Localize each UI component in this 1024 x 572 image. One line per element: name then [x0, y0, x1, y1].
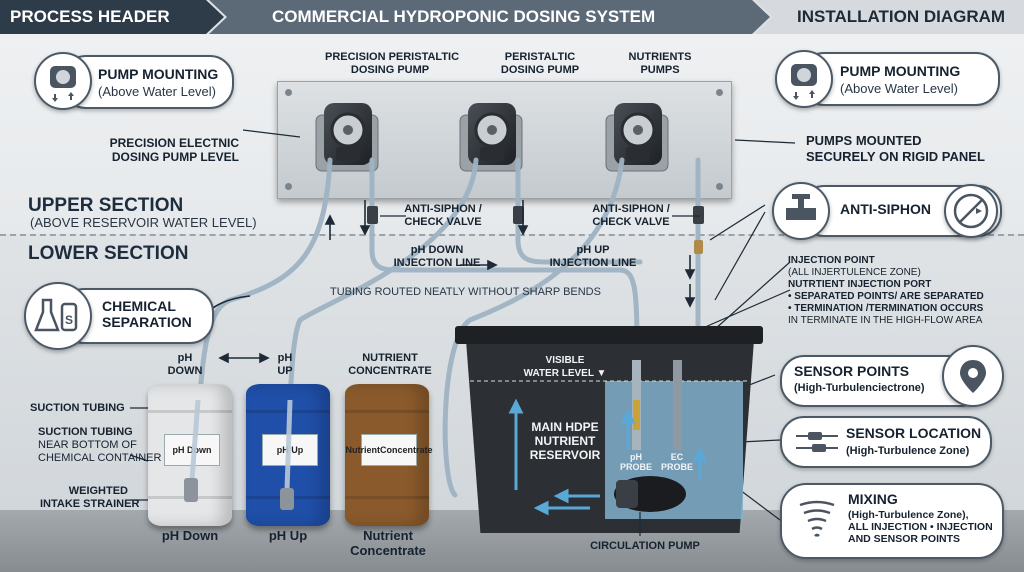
ph-down-name: pH Down	[161, 528, 219, 543]
header-segment-process	[0, 0, 224, 34]
routing-note: TUBING ROUTED NEATLY WITHOUT SHARP BENDS	[330, 286, 601, 298]
injection-line-ph-up	[515, 157, 643, 265]
header-segment-install	[755, 0, 1024, 34]
ec-probe	[673, 360, 682, 450]
injection-point-notes: INJECTION POINT (ALL INJERTULENCE ZONE) …	[788, 255, 984, 326]
check-valve-1	[367, 206, 378, 224]
header-segment-title	[209, 0, 770, 34]
callout-title: PUMP MOUNTING	[840, 63, 961, 79]
header-process-label: PROCESS HEADER	[10, 7, 170, 26]
flask-icon: S	[24, 282, 92, 350]
panel-screw	[285, 89, 292, 96]
check-valve-1-label: ANTI-SIPHON /CHECK VALVE	[404, 203, 482, 228]
reservoir-rim	[455, 326, 763, 344]
lower-section-title: LOWER SECTION	[28, 243, 189, 264]
injection-line-ph-down	[369, 157, 640, 348]
dosing-pump-3	[605, 103, 669, 172]
callout-body: (High-Turbulence Zone),ALL INJECTION • I…	[848, 509, 993, 545]
ph-up-name: pH Up	[268, 528, 308, 543]
callout-subtitle: (High-Turbulence Zone)	[846, 445, 970, 457]
callout-title: SENSOR LOCATION	[846, 425, 982, 441]
header-bar: PROCESS HEADER COMMERCIAL HYDROPONIC DOS…	[0, 0, 1024, 34]
suction-tubing-bottom-label: SUCTION TUBING NEAR BOTTOM OF CHEMICAL C…	[38, 426, 162, 464]
svg-text:S: S	[65, 313, 73, 327]
callout-subtitle: (Above Water Level)	[98, 84, 217, 99]
location-pin-icon	[942, 345, 1004, 407]
no-siphon-icon	[944, 184, 998, 238]
check-valve-4	[694, 240, 703, 254]
panel-screw	[716, 89, 723, 96]
upper-section-subtitle: (ABOVE RESERVOIR WATER LEVEL)	[30, 215, 257, 230]
callout-subtitle: (High-Turbulenciectrone)	[794, 382, 925, 394]
pump-icon	[775, 50, 833, 108]
pump-icon	[34, 52, 92, 110]
check-valve-2	[513, 206, 524, 224]
callout-title: SENSOR POINTS	[794, 363, 910, 379]
panel-screw	[716, 183, 723, 190]
dosing-pump-1	[315, 103, 379, 172]
suction-tube-nutrient	[442, 157, 625, 498]
tornado-icon	[799, 500, 835, 537]
callout-title: MIXING	[848, 491, 898, 507]
panel-screw	[285, 183, 292, 190]
callout-title: PUMP MOUNTING	[98, 66, 219, 82]
section-divider	[0, 234, 1024, 236]
callout-mixing: MIXING (High-Turbulence Zone),ALL INJECT…	[780, 483, 1004, 559]
callout-sensor-location: SENSOR LOCATION (High-Turbulence Zone)	[780, 416, 992, 468]
callout-subtitle: (Above Water Level)	[840, 81, 959, 96]
check-valve-2-label: ANTI-SIPHON /CHECK VALVE	[592, 203, 670, 228]
circulation-pump-label: CIRCULATION PUMP	[590, 540, 700, 552]
dosing-pump-2	[459, 103, 523, 172]
upper-section-title: UPPER SECTION	[28, 195, 184, 216]
header-title: COMMERCIAL HYDROPONIC DOSING SYSTEM	[272, 7, 656, 26]
suction-tubing-label: SUCTION TUBING	[30, 402, 125, 414]
callout-title: ANTI-SIPHON	[840, 201, 931, 217]
valve-icon	[772, 182, 830, 240]
probe-icon	[796, 432, 838, 452]
callout-pump-mounting-right: PUMP MOUNTING (Above Water Level)	[800, 52, 1000, 106]
check-valve-3	[693, 206, 704, 224]
header-install-label: INSTALLATION DIAGRAM	[797, 7, 1006, 26]
